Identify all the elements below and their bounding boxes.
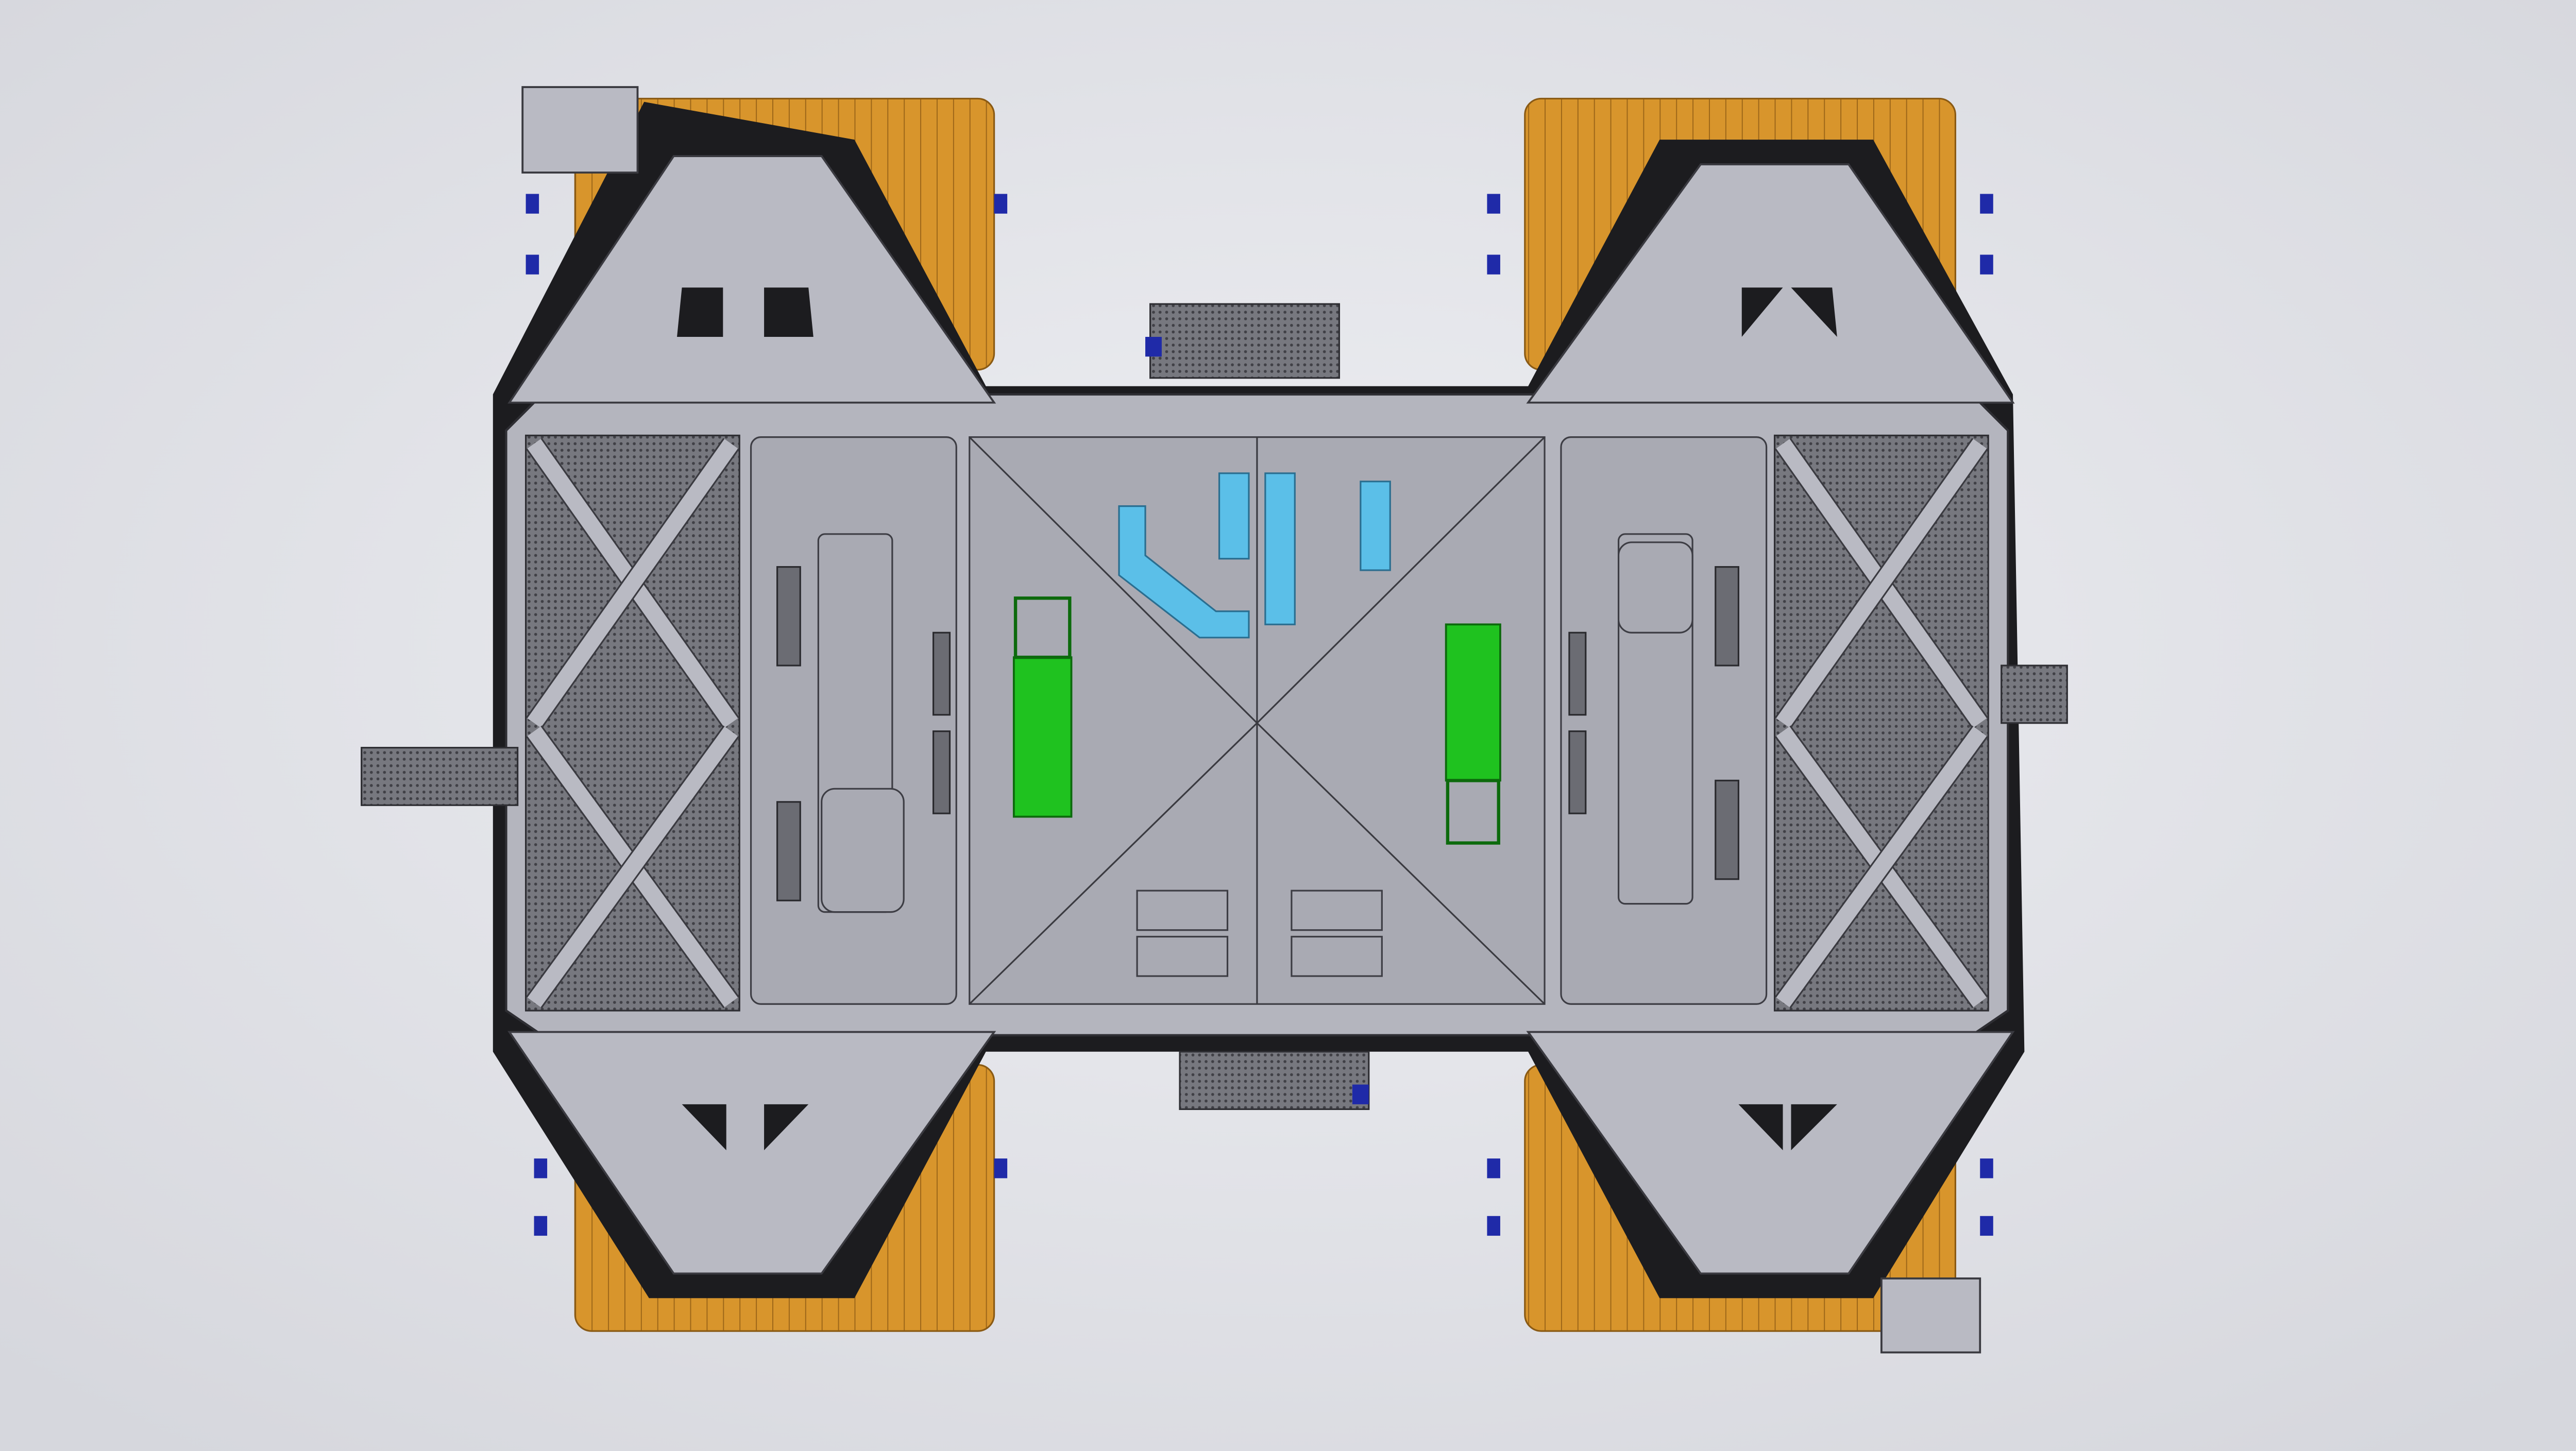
operator-cab-rear bbox=[1880, 1277, 1981, 1354]
equipment-green-left-frame bbox=[1013, 596, 1072, 659]
navy-accents bbox=[526, 194, 1993, 1236]
engine-room-left bbox=[750, 436, 957, 1005]
stair-top bbox=[1149, 303, 1340, 379]
stair-left bbox=[361, 746, 519, 806]
operator-cab-front bbox=[521, 86, 639, 174]
equipment-blue bbox=[1118, 472, 1391, 639]
bracing-right bbox=[1773, 434, 1989, 1012]
stair-right bbox=[2001, 664, 2068, 724]
arm-front-right bbox=[1526, 163, 2015, 404]
arm-rear-left bbox=[507, 1031, 996, 1275]
truck-arms bbox=[507, 155, 2015, 1275]
engine-room-right bbox=[1560, 436, 1768, 1005]
bracing-left bbox=[525, 434, 740, 1012]
equipment-green-right-frame bbox=[1446, 779, 1500, 845]
stairs bbox=[361, 303, 2068, 1111]
equipment-green-right bbox=[1445, 623, 1501, 782]
stair-bottom bbox=[1179, 1051, 1370, 1111]
equipment-green-left bbox=[1012, 656, 1073, 818]
arm-front-left bbox=[507, 155, 996, 404]
arm-rear-right bbox=[1526, 1031, 2015, 1275]
